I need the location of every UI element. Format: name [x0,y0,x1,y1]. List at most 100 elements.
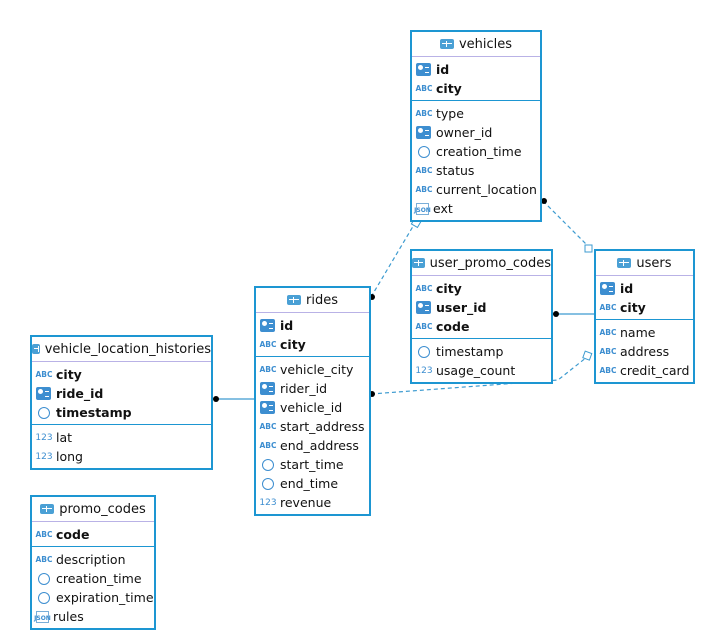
column-name: start_address [280,419,365,434]
clock-icon [36,406,52,419]
column-row[interactable]: creation_time [412,142,540,161]
column-name: city [280,337,306,352]
column-row[interactable]: expiration_time [32,588,154,607]
number-icon: 123 [259,497,277,508]
clock-icon [416,145,432,158]
column-row[interactable]: timestamp [412,342,551,361]
column-name: rules [53,609,84,624]
table-icon [617,258,632,268]
abc-icon: ABC [415,185,433,194]
abc-icon: ABC [599,328,617,337]
key-icon [416,63,431,76]
relation-endpoint [553,311,559,317]
number-icon: 123 [415,365,433,376]
column-row[interactable]: vehicle_id [256,398,369,417]
table-header[interactable]: vehicle_location_histories [32,337,211,362]
column-row[interactable]: id [256,316,369,335]
relation-rides-vehicles[interactable] [370,222,416,298]
column-name: revenue [280,495,332,510]
column-name: id [280,318,294,333]
column-row[interactable]: start_time [256,455,369,474]
relation-endpoint [213,396,219,402]
column-name: timestamp [56,405,132,420]
column-row[interactable]: id [596,279,693,298]
column-name: description [56,552,126,567]
column-name: city [56,367,82,382]
key-icon [36,387,51,400]
table-header[interactable]: users [596,251,693,276]
column-name: vehicle_id [280,400,343,415]
column-row[interactable]: owner_id [412,123,540,142]
column-row[interactable]: user_id [412,298,551,317]
column-name: city [620,300,646,315]
relation-vehicles-users[interactable] [542,200,589,247]
relation-rides-users[interactable] [370,356,588,395]
abc-icon: ABC [599,366,617,375]
column-name: id [436,62,450,77]
clock-icon [416,345,432,358]
column-name: long [56,449,83,464]
column-row[interactable]: creation_time [32,569,154,588]
column-name: ext [433,201,453,216]
abc-icon: ABC [415,109,433,118]
table-header[interactable]: user_promo_codes [412,251,551,276]
column-name: end_time [280,476,339,491]
table-name: user_promo_codes [429,255,551,271]
column-row[interactable]: id [412,60,540,79]
json-icon: JSON [34,610,51,623]
table-header[interactable]: rides [256,288,369,313]
abc-icon: ABC [259,340,277,349]
table-header[interactable]: vehicles [412,32,540,57]
column-name: current_location [436,182,537,197]
abc-icon: ABC [259,422,277,431]
column-row[interactable]: ride_id [32,384,211,403]
table-icon [40,504,55,514]
column-row[interactable]: timestamp [32,403,211,422]
table-name: vehicles [458,36,513,52]
abc-icon: ABC [35,370,53,379]
column-row[interactable]: end_time [256,474,369,493]
column-row[interactable]: rider_id [256,379,369,398]
table-header[interactable]: promo_codes [32,497,154,522]
abc-icon: ABC [599,303,617,312]
clock-icon [36,572,52,585]
column-name: creation_time [56,571,142,586]
number-icon: 123 [35,432,53,443]
